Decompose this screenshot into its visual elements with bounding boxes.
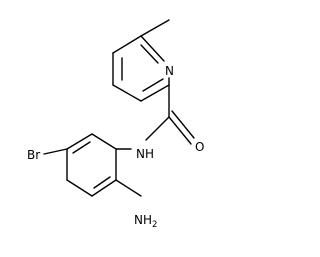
pyridine-nitrogen-label: N <box>165 64 174 78</box>
bond <box>66 179 93 197</box>
bond <box>145 116 170 141</box>
bromine-bond <box>43 148 68 155</box>
bond <box>142 78 164 92</box>
amine-subscript: 2 <box>152 220 157 230</box>
amine-nitrogen-label: NH2 <box>134 213 157 230</box>
pyridine-ring <box>112 35 170 102</box>
bond <box>171 110 195 139</box>
bond <box>66 133 93 150</box>
bond <box>112 84 142 102</box>
bond <box>168 116 192 145</box>
bond <box>140 84 170 102</box>
carbonyl-oxygen-label: O <box>195 140 204 154</box>
bond <box>140 35 165 62</box>
bond <box>91 133 117 150</box>
carboxamide <box>145 84 195 145</box>
benzene-ring <box>66 133 117 197</box>
bromine-label: Br <box>27 148 40 162</box>
amine-nh-text: NH <box>134 213 152 227</box>
methyl-bond <box>140 19 170 37</box>
bond <box>91 179 117 197</box>
amide-nitrogen-label: NH <box>136 147 154 161</box>
bond <box>93 176 111 189</box>
molecule-structure: N O NH Br NH2 <box>27 19 204 230</box>
bond <box>72 141 91 154</box>
bond <box>140 44 159 64</box>
bond <box>112 35 142 54</box>
amine-bond <box>115 179 142 197</box>
